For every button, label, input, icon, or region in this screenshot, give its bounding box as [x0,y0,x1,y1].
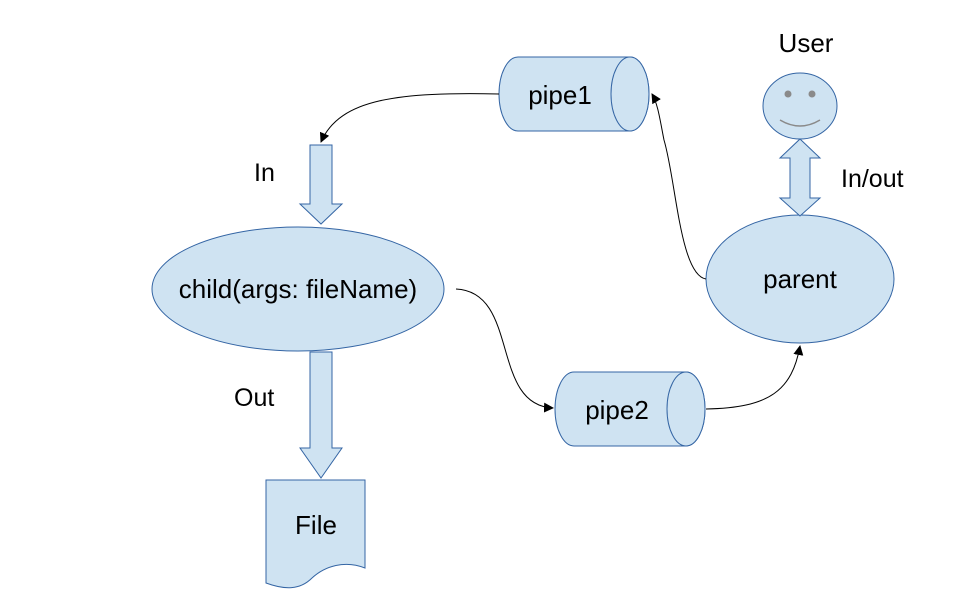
out-label: Out [234,384,274,412]
in-label: In [254,159,275,187]
user-node: User [762,28,838,140]
edge-pipe1-to-child [319,93,500,143]
parent-node: parent [705,214,895,344]
user-label: User [779,28,834,58]
pipe2-label: pipe2 [585,395,649,425]
parent-label: parent [763,264,837,294]
file-node: File [265,479,366,589]
file-label: File [295,510,337,540]
child-node: child(args: fileName) [151,226,445,352]
in-out-label: In/out [841,165,904,193]
in-out-double-arrow [778,138,822,217]
edge-child-to-pipe2 [455,288,554,413]
pipe2-node: pipe2 [554,371,706,447]
edge-parent-to-pipe1 [651,93,707,280]
pipe1-label: pipe1 [528,80,592,110]
out-block-arrow [299,351,343,479]
smiley-icon [762,72,838,140]
edge-pipe2-to-parent [705,345,804,410]
child-label: child(args: fileName) [179,274,417,304]
in-block-arrow [298,144,344,225]
pipe1-node: pipe1 [498,56,650,132]
